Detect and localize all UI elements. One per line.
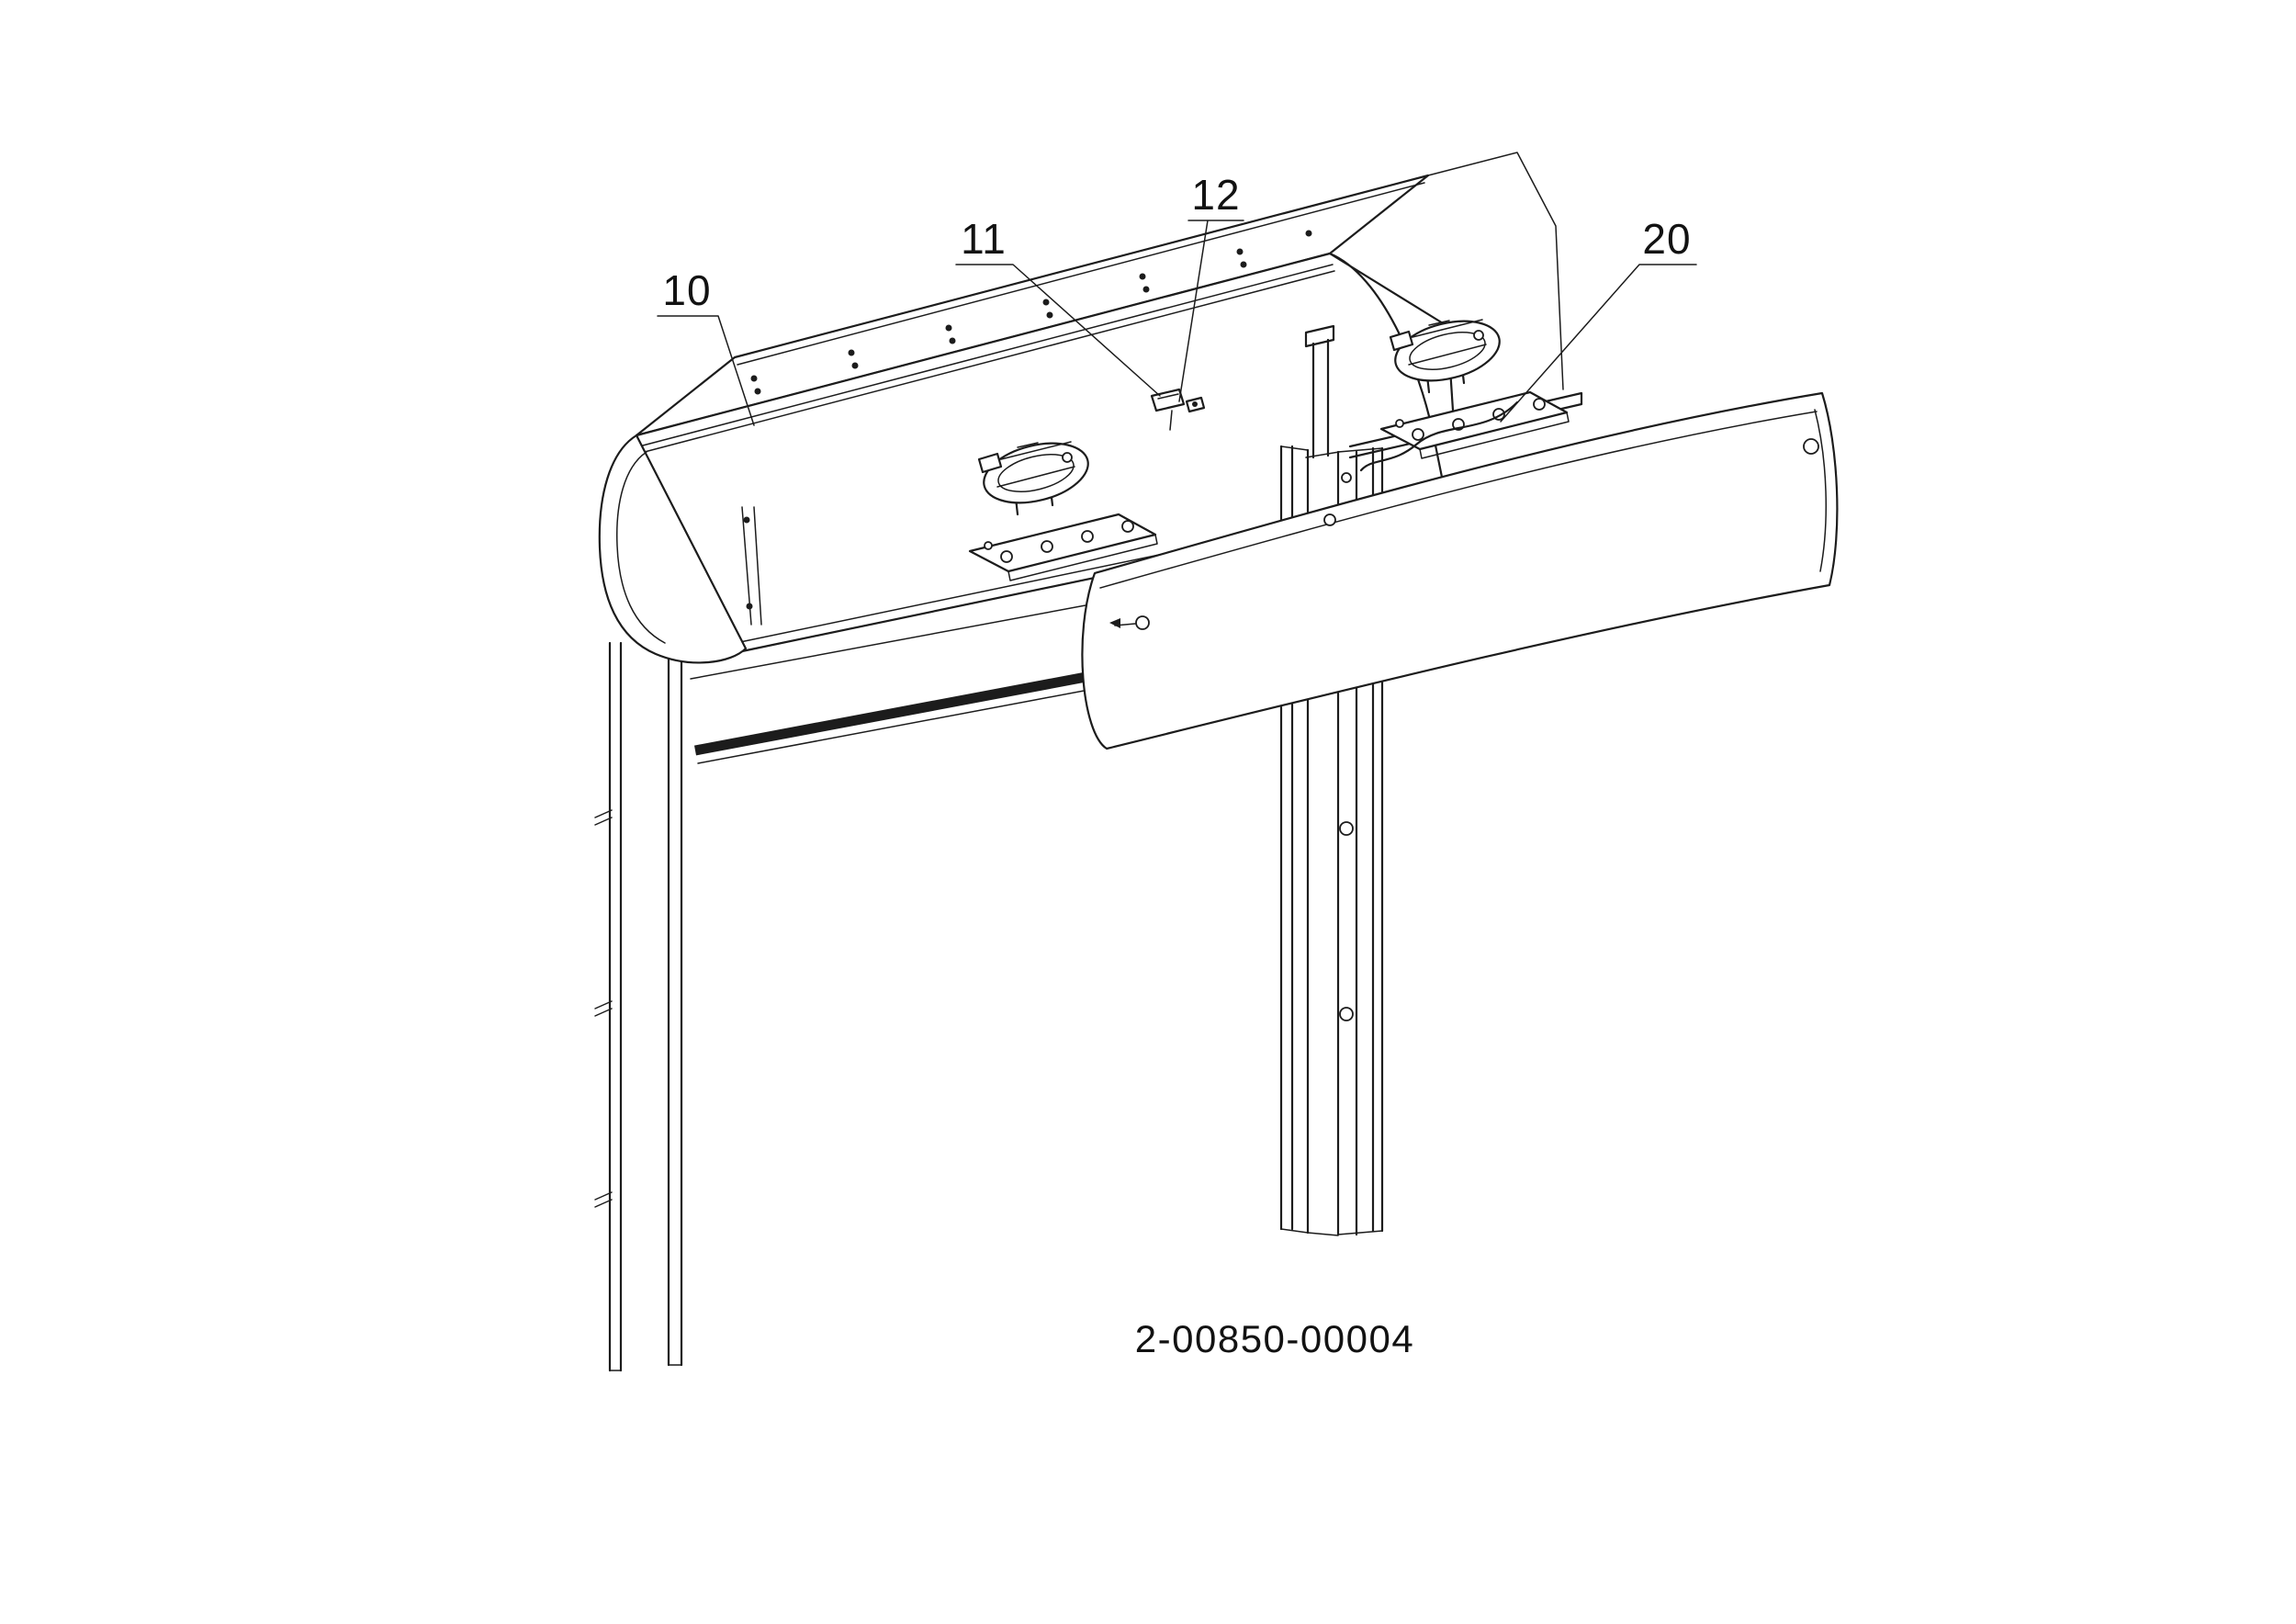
callout-20-label: 20 xyxy=(1642,215,1691,263)
housing-end-cap xyxy=(598,434,748,664)
callout-20-leader xyxy=(1500,264,1697,423)
curtain-slot-band xyxy=(693,667,1112,756)
callout-11-label: 11 xyxy=(961,215,1007,263)
clip-fastener xyxy=(1185,396,1206,413)
callout-10-label: 10 xyxy=(662,266,711,314)
callout-20: 20 xyxy=(1500,215,1697,423)
callout-11-leader xyxy=(955,264,1161,397)
callout-10: 10 xyxy=(657,266,755,426)
left-guide-rail xyxy=(594,641,683,1372)
callout-11: 11 xyxy=(955,215,1161,397)
mounting-clip xyxy=(1150,388,1186,431)
callout-12-label: 12 xyxy=(1191,171,1240,219)
drive-cable xyxy=(1359,400,1519,472)
callout-12: 12 xyxy=(1178,171,1244,402)
part-number-label: 2-00850-00004 xyxy=(1135,1317,1414,1360)
panel-bolt xyxy=(1109,615,1150,630)
panel-screw-hole xyxy=(1803,438,1819,455)
housing-rivets xyxy=(750,230,1312,395)
hanging-bracket xyxy=(1304,324,1340,459)
cover-panel xyxy=(1081,391,1839,750)
callouts: 10 11 12 20 xyxy=(657,171,1697,426)
curtain-slot xyxy=(690,600,1114,764)
track-holes xyxy=(1339,472,1354,1021)
callout-10-leader xyxy=(657,315,755,426)
rail-screw-ticks xyxy=(594,809,613,1208)
callout-12-leader xyxy=(1178,220,1244,402)
